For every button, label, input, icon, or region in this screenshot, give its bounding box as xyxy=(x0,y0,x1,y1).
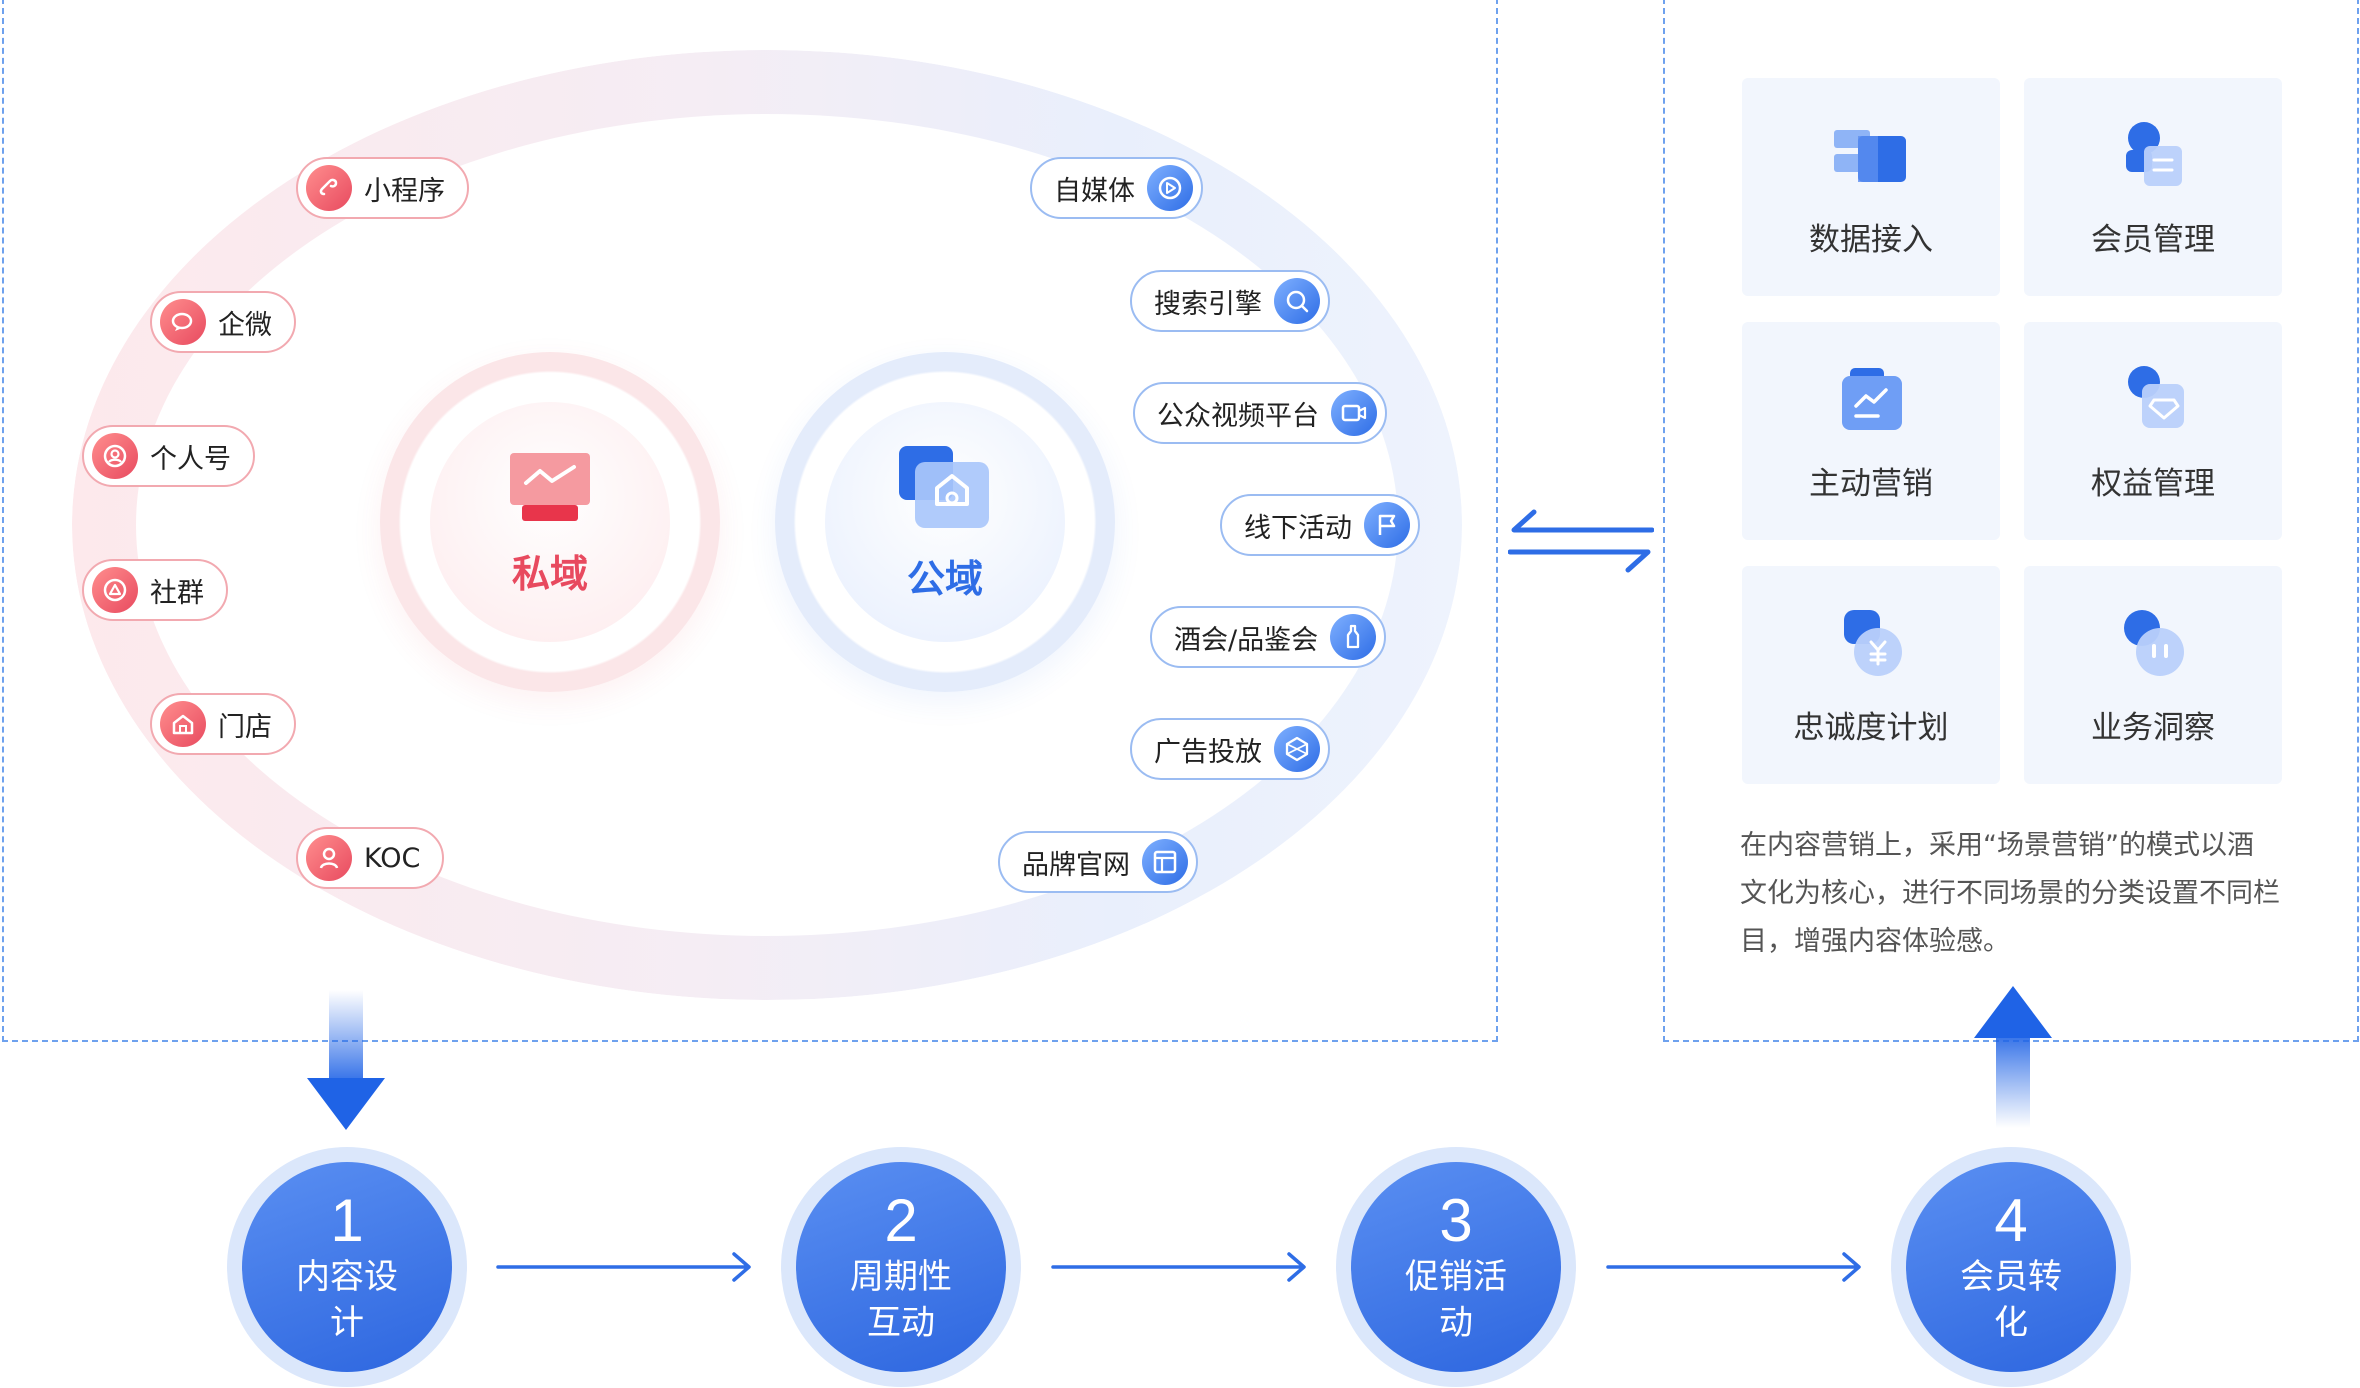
public-domain-circle: 公域 xyxy=(775,352,1115,692)
business-insight-icon xyxy=(2124,609,2184,676)
feature-card-rights-mgmt: 权益管理 xyxy=(2024,322,2282,540)
channel-label: 品牌官网 xyxy=(1022,849,1130,881)
channel-label: 小程序 xyxy=(364,175,445,207)
channel-official-site: 品牌官网 xyxy=(998,831,1198,893)
step-2: 2 周期性互动 xyxy=(781,1147,1021,1387)
flag-icon xyxy=(1364,502,1410,548)
ad-icon xyxy=(1274,726,1320,772)
step-label: 促销活动 xyxy=(1405,1257,1507,1343)
step-number: 3 xyxy=(1439,1187,1473,1254)
channel-self-media: 自媒体 xyxy=(1030,157,1203,219)
feature-card-member-mgmt: 会员管理 xyxy=(2024,78,2282,296)
cloud-home-icon xyxy=(899,445,989,528)
channel-label: 广告投放 xyxy=(1154,736,1262,768)
up-arrow-icon xyxy=(1974,986,2052,1128)
step-label: 会员转化 xyxy=(1960,1257,2062,1343)
private-domain-circle: 私域 xyxy=(380,352,720,692)
channel-video-platform: 公众视频平台 xyxy=(1133,382,1387,444)
public-domain-label: 公域 xyxy=(906,556,983,601)
channels-container xyxy=(2,0,1498,1042)
feature-card-loyalty: 忠诚度计划 xyxy=(1742,566,2000,784)
channel-label: KOC xyxy=(364,842,421,874)
bottle-icon xyxy=(1330,614,1377,660)
step-label: 周期性互动 xyxy=(850,1257,952,1343)
data-access-icon xyxy=(1834,129,1906,182)
channel-label: 酒会/品鉴会 xyxy=(1174,624,1319,656)
channel-mini-program: 小程序 xyxy=(296,157,469,219)
wecom-icon xyxy=(160,299,206,345)
channel-community: 社群 xyxy=(82,559,228,621)
step-4: 4 会员转化 xyxy=(1891,1147,2131,1387)
website-icon xyxy=(1142,839,1188,885)
channel-label: 企微 xyxy=(218,309,272,341)
feature-card-active-marketing: 主动营销 xyxy=(1742,322,2000,540)
loyalty-program-icon xyxy=(1844,609,1902,676)
channel-offline-event: 线下活动 xyxy=(1220,494,1420,556)
feature-card-data-access: 数据接入 xyxy=(1742,78,2000,296)
feature-label: 数据接入 xyxy=(1809,221,1933,258)
channel-personal: 个人号 xyxy=(82,425,255,487)
channel-label: 公众视频平台 xyxy=(1157,400,1319,432)
exchange-arrows-icon xyxy=(1508,509,1654,573)
step-3: 3 促销活动 xyxy=(1336,1147,1576,1387)
channel-koc: KOC xyxy=(296,827,445,889)
koc-icon xyxy=(306,835,352,881)
step-arrow-icon xyxy=(1051,1252,1306,1282)
description-text: 在内容营销上，采用“场景营销”的模式以酒文化为核心，进行不同场景的分类设置不同栏… xyxy=(1740,830,2280,957)
channel-label: 搜索引擎 xyxy=(1154,288,1262,320)
rights-management-icon xyxy=(2128,365,2184,428)
mini-program-icon xyxy=(306,165,352,211)
down-arrow-icon xyxy=(307,990,385,1130)
person-icon xyxy=(92,433,138,479)
feature-label: 主动营销 xyxy=(1809,465,1933,502)
channel-store: 门店 xyxy=(150,693,296,755)
search-icon xyxy=(1274,278,1320,324)
step-number: 4 xyxy=(1994,1187,2028,1254)
play-icon xyxy=(1147,165,1193,211)
video-icon xyxy=(1331,390,1377,436)
step-number: 1 xyxy=(330,1187,364,1254)
channel-label: 自媒体 xyxy=(1054,175,1135,207)
channel-wine-tasting: 酒会/品鉴会 xyxy=(1150,606,1387,668)
feature-label: 忠诚度计划 xyxy=(1793,709,1949,746)
private-domain-label: 私域 xyxy=(511,551,588,596)
step-arrow-icon xyxy=(496,1252,751,1282)
step-1: 1 内容设计 xyxy=(227,1147,467,1387)
channel-label: 门店 xyxy=(218,711,272,743)
step-number: 2 xyxy=(884,1187,918,1254)
channel-label: 社群 xyxy=(150,577,204,609)
step-label: 内容设计 xyxy=(296,1257,398,1343)
channel-label: 个人号 xyxy=(150,443,231,475)
channel-wecom: 企微 xyxy=(150,291,296,353)
step-arrow-icon xyxy=(1606,1252,1861,1282)
channel-label: 线下活动 xyxy=(1244,512,1352,544)
community-icon xyxy=(92,567,138,613)
channel-search-engine: 搜索引擎 xyxy=(1130,270,1330,332)
feature-label: 业务洞察 xyxy=(2091,709,2215,746)
monitor-icon xyxy=(510,452,590,521)
store-icon xyxy=(160,701,206,747)
feature-label: 权益管理 xyxy=(2091,465,2215,502)
feature-label: 会员管理 xyxy=(2091,221,2215,258)
feature-card-business-insight: 业务洞察 xyxy=(2024,566,2282,784)
member-management-icon xyxy=(2126,121,2182,186)
channel-advertising: 广告投放 xyxy=(1130,718,1330,780)
active-marketing-icon xyxy=(1842,367,1902,430)
